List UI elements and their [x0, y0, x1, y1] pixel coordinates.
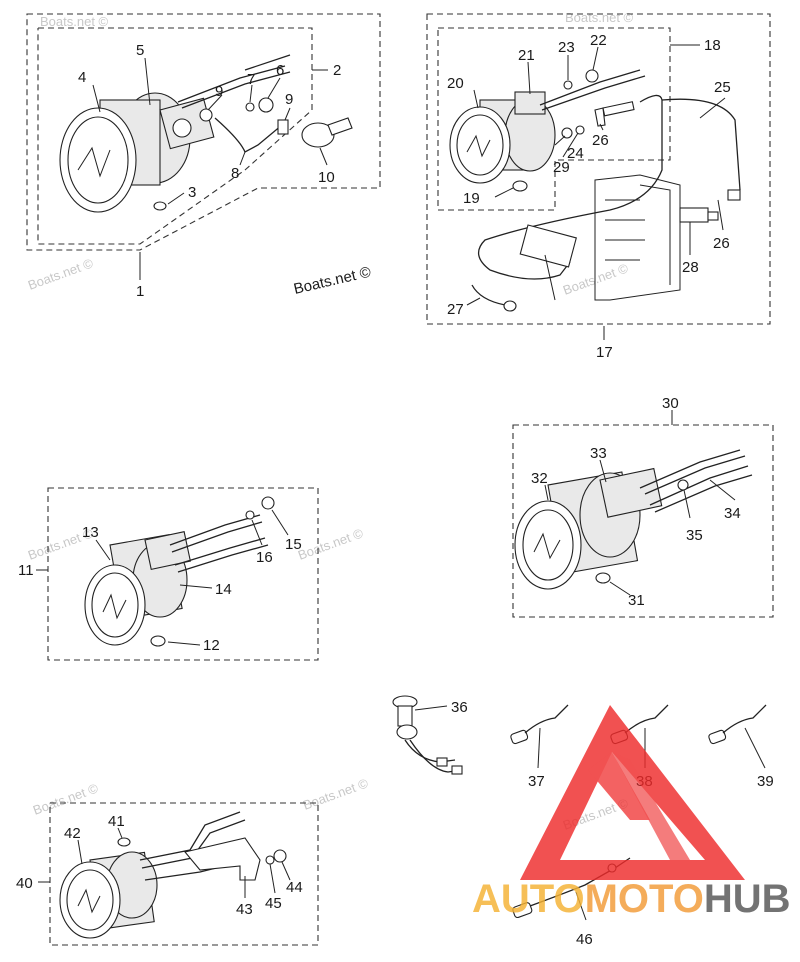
part-label: 31 [628, 592, 645, 609]
part-label: 15 [285, 536, 302, 553]
part-label: 22 [590, 32, 607, 49]
part-label: 16 [256, 549, 273, 566]
part-label: 7 [247, 71, 255, 88]
part-label: 9 [215, 83, 223, 100]
watermark: Boats.net © [31, 780, 101, 818]
part-label: 4 [78, 69, 86, 86]
part-label: 28 [682, 259, 699, 276]
part-label: 10 [318, 169, 335, 186]
part-label: 14 [215, 581, 232, 598]
part-label: 40 [16, 875, 33, 892]
part-label: 8 [231, 165, 239, 182]
logo-text-hub: HUB [704, 877, 791, 921]
part-label: 45 [265, 895, 282, 912]
part-label: 27 [447, 301, 464, 318]
logo-triangle-icon [520, 705, 745, 880]
part-label: 26 [713, 235, 730, 252]
part-label: 19 [463, 190, 480, 207]
watermark: Boats.net © [301, 775, 371, 813]
part-label: 43 [236, 901, 253, 918]
part-label: 33 [590, 445, 607, 462]
part-label: 11 [18, 562, 34, 579]
watermark: Boats.net © [565, 10, 634, 25]
automotohub-logo: AUTOMOTOHUB [472, 705, 791, 921]
part-label: 35 [686, 527, 703, 544]
part-label: 26 [592, 132, 609, 149]
logo-text-moto: MOTO [585, 877, 704, 921]
part-label: 29 [553, 159, 570, 176]
part-label: 32 [531, 470, 548, 487]
part-label: 39 [757, 773, 774, 790]
group-40-gauge: 41 42 43 45 44 40 [16, 802, 319, 946]
watermark: Boats.net © [40, 14, 109, 29]
part-label: 44 [286, 879, 303, 896]
part-label: 42 [64, 825, 81, 842]
group-11-gauge: 13 14 16 15 12 11 [18, 487, 319, 661]
part-label: 17 [596, 344, 613, 361]
part-label: 1 [136, 283, 144, 300]
watermark: Boats.net © [26, 255, 96, 293]
watermark: Boats.net © [561, 260, 631, 298]
part-label: 24 [567, 145, 584, 162]
part-label: 18 [704, 37, 721, 54]
part-label: 6 [276, 62, 284, 79]
part-label: 12 [203, 637, 220, 654]
part-label: 25 [714, 79, 731, 96]
part-label: 21 [518, 47, 535, 64]
part-label: 13 [82, 524, 99, 541]
part-label: 34 [724, 505, 741, 522]
part-label: 5 [136, 42, 144, 59]
part-label: 30 [662, 395, 679, 412]
credit-text: Boats.net © [292, 264, 372, 298]
part-label: 9 [285, 91, 293, 108]
part-label: 36 [451, 699, 468, 716]
part-label: 41 [108, 813, 125, 830]
watermark: Boats.net © [296, 525, 366, 563]
group-17-trim-gauge: 20 21 23 22 18 25 26 24 29 19 26 28 27 1… [426, 13, 771, 361]
part-label: 20 [447, 75, 464, 92]
part-label: 2 [333, 62, 341, 79]
group-30-gauge: 32 33 34 35 31 30 [512, 395, 774, 618]
part-label: 37 [528, 773, 545, 790]
part-label: 3 [188, 184, 196, 201]
logo-text-auto: AUTO [472, 877, 585, 921]
group-1-tachometer: 4 5 9 7 6 9 8 10 3 2 1 [26, 13, 381, 300]
part-label: 23 [558, 39, 575, 56]
part-label: 46 [576, 931, 593, 948]
logo-text: AUTOMOTOHUB [472, 877, 791, 921]
